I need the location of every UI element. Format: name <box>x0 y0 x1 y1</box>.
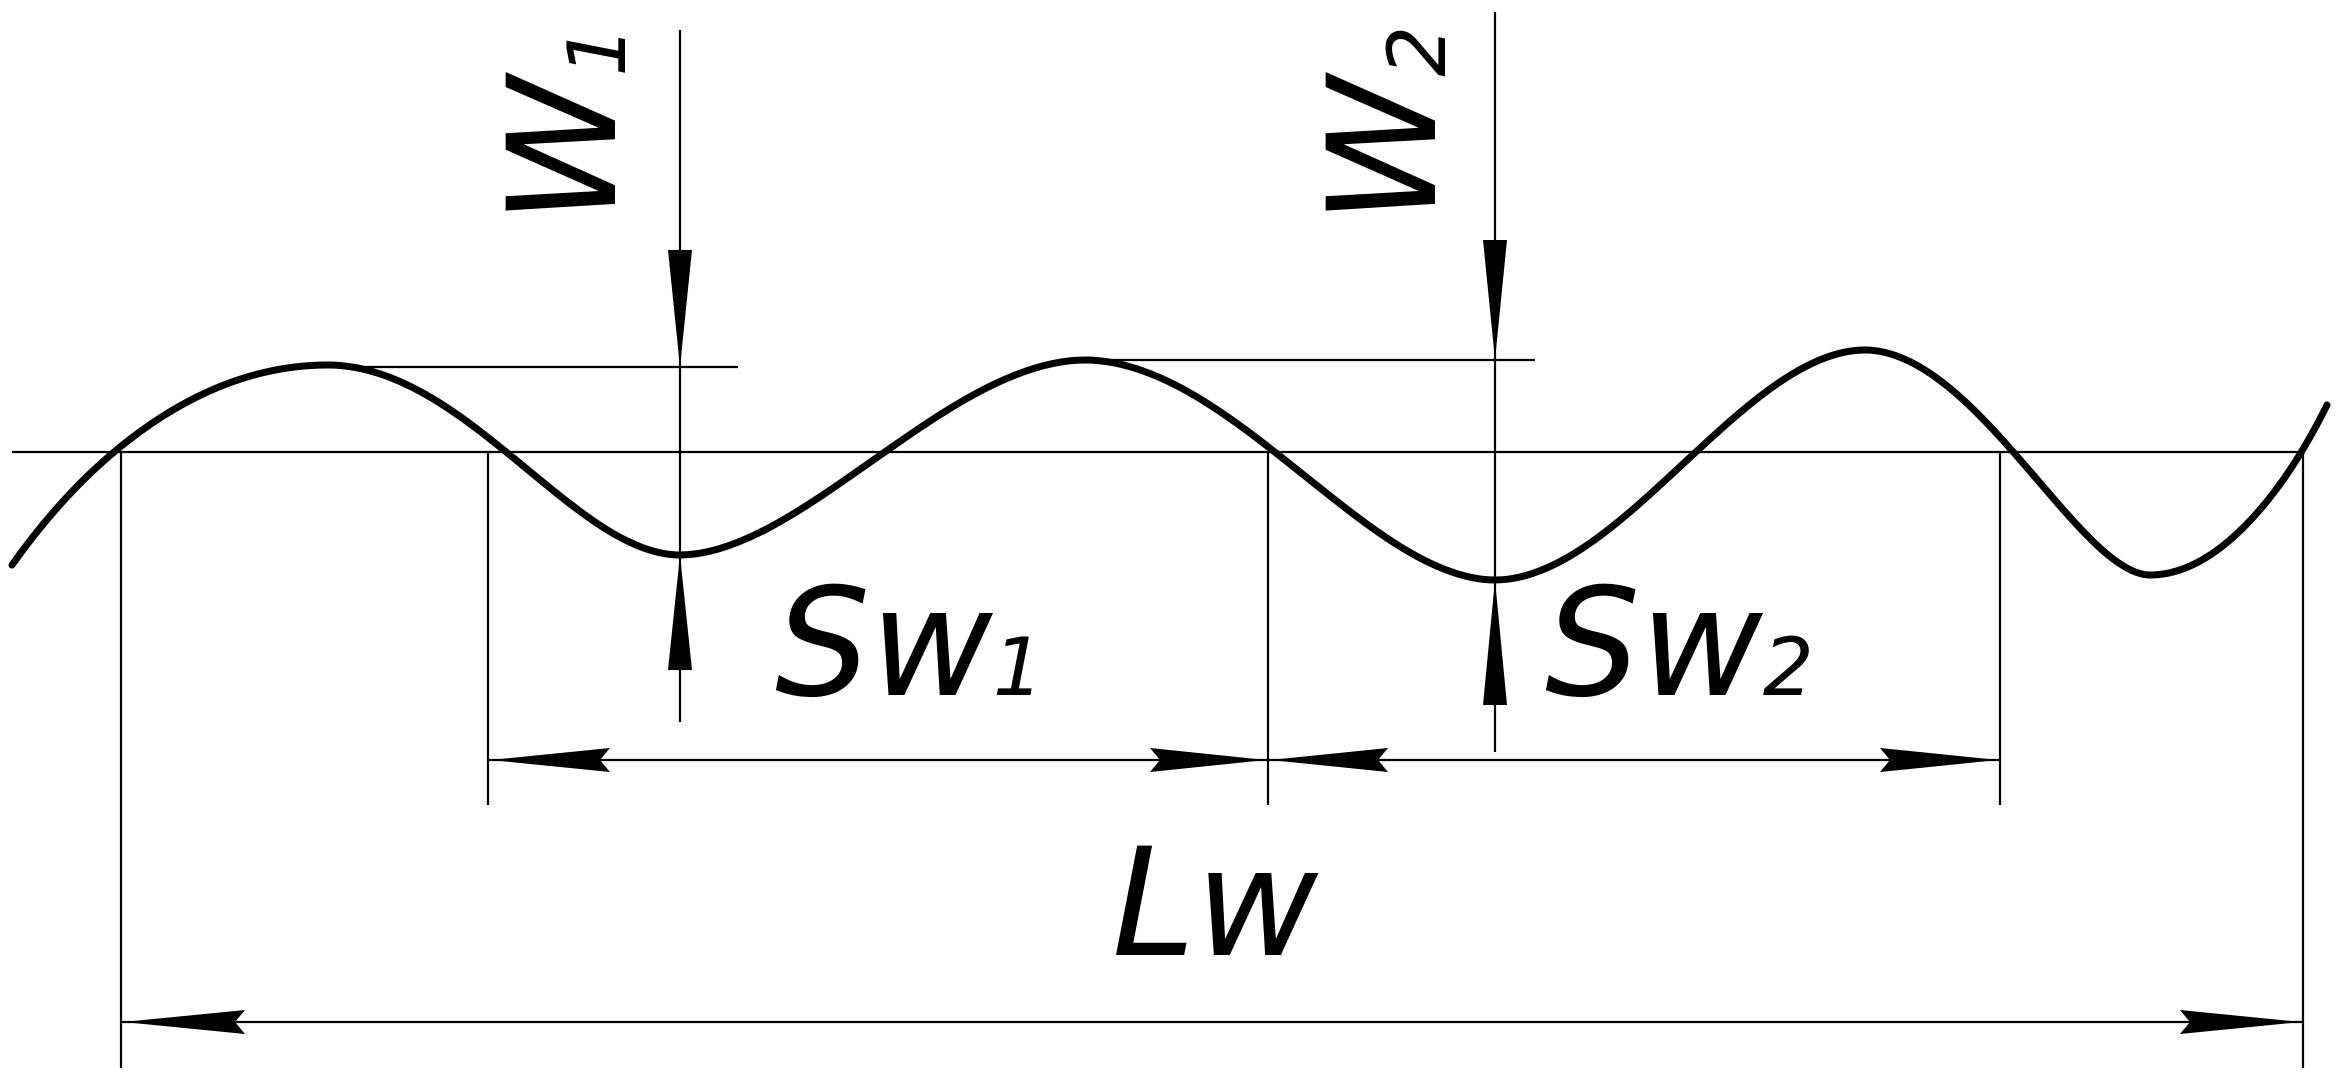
sw2-label: Sw2 <box>1545 557 1814 731</box>
sw1-arrow-left <box>490 748 610 772</box>
sw1-label: Sw1 <box>775 557 1044 731</box>
w1-label: W1 <box>477 26 651 225</box>
lw-label: Lw <box>1112 817 1319 991</box>
w2-arrow-bottom <box>1483 580 1507 705</box>
sw2-arrow-left <box>1270 748 1388 772</box>
w2-label: W2 <box>1297 26 1471 225</box>
sw2-arrow-right <box>1880 748 1998 772</box>
lw-arrow-left <box>123 1010 245 1034</box>
sw1-arrow-right <box>1150 748 1266 772</box>
w1-arrow-bottom <box>668 555 692 670</box>
lw-arrow-right <box>2180 1010 2301 1034</box>
w1-arrow-top <box>668 250 692 367</box>
w2-arrow-top <box>1483 240 1507 360</box>
wave-profile <box>8 346 2331 584</box>
